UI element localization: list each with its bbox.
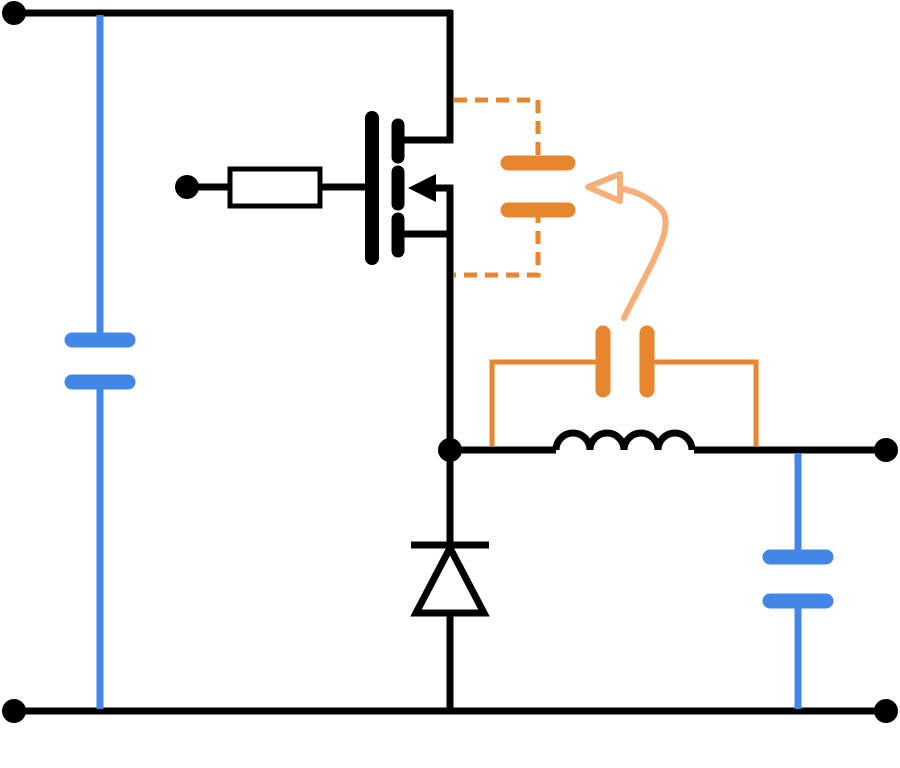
- gate-input-terminal: [175, 175, 199, 199]
- switch-node-junction: [438, 438, 462, 462]
- mosfet: [365, 111, 436, 265]
- output-inductor: [552, 429, 696, 451]
- input-negative-terminal: [2, 699, 26, 723]
- output-capacitor: [762, 453, 834, 709]
- output-negative-terminal: [874, 699, 898, 723]
- output-positive-terminal: [874, 438, 898, 462]
- parasitic-cap-dashed-top-lead: [454, 97, 541, 163]
- gate-resistor: [227, 166, 323, 209]
- mosfet-output-capacitance: [454, 97, 576, 278]
- terminals: [2, 1, 898, 723]
- mosfet-arrow-icon: [408, 174, 436, 202]
- input-capacitor: [64, 15, 136, 709]
- inductor-parasitic-capacitance: [489, 325, 759, 446]
- input-positive-terminal: [2, 1, 26, 25]
- annotation-arrow-curve: [615, 185, 669, 321]
- diode-triangle: [410, 540, 490, 617]
- annotation-arrowhead-icon: [585, 171, 623, 204]
- inductor-parasitic-right-lead: [647, 359, 759, 446]
- parasitic-cap-dashed-bottom-lead: [454, 210, 541, 278]
- freewheel-diode: [410, 540, 490, 617]
- annotation-arrow: [585, 171, 669, 321]
- inductor-parasitic-left-lead: [489, 359, 603, 446]
